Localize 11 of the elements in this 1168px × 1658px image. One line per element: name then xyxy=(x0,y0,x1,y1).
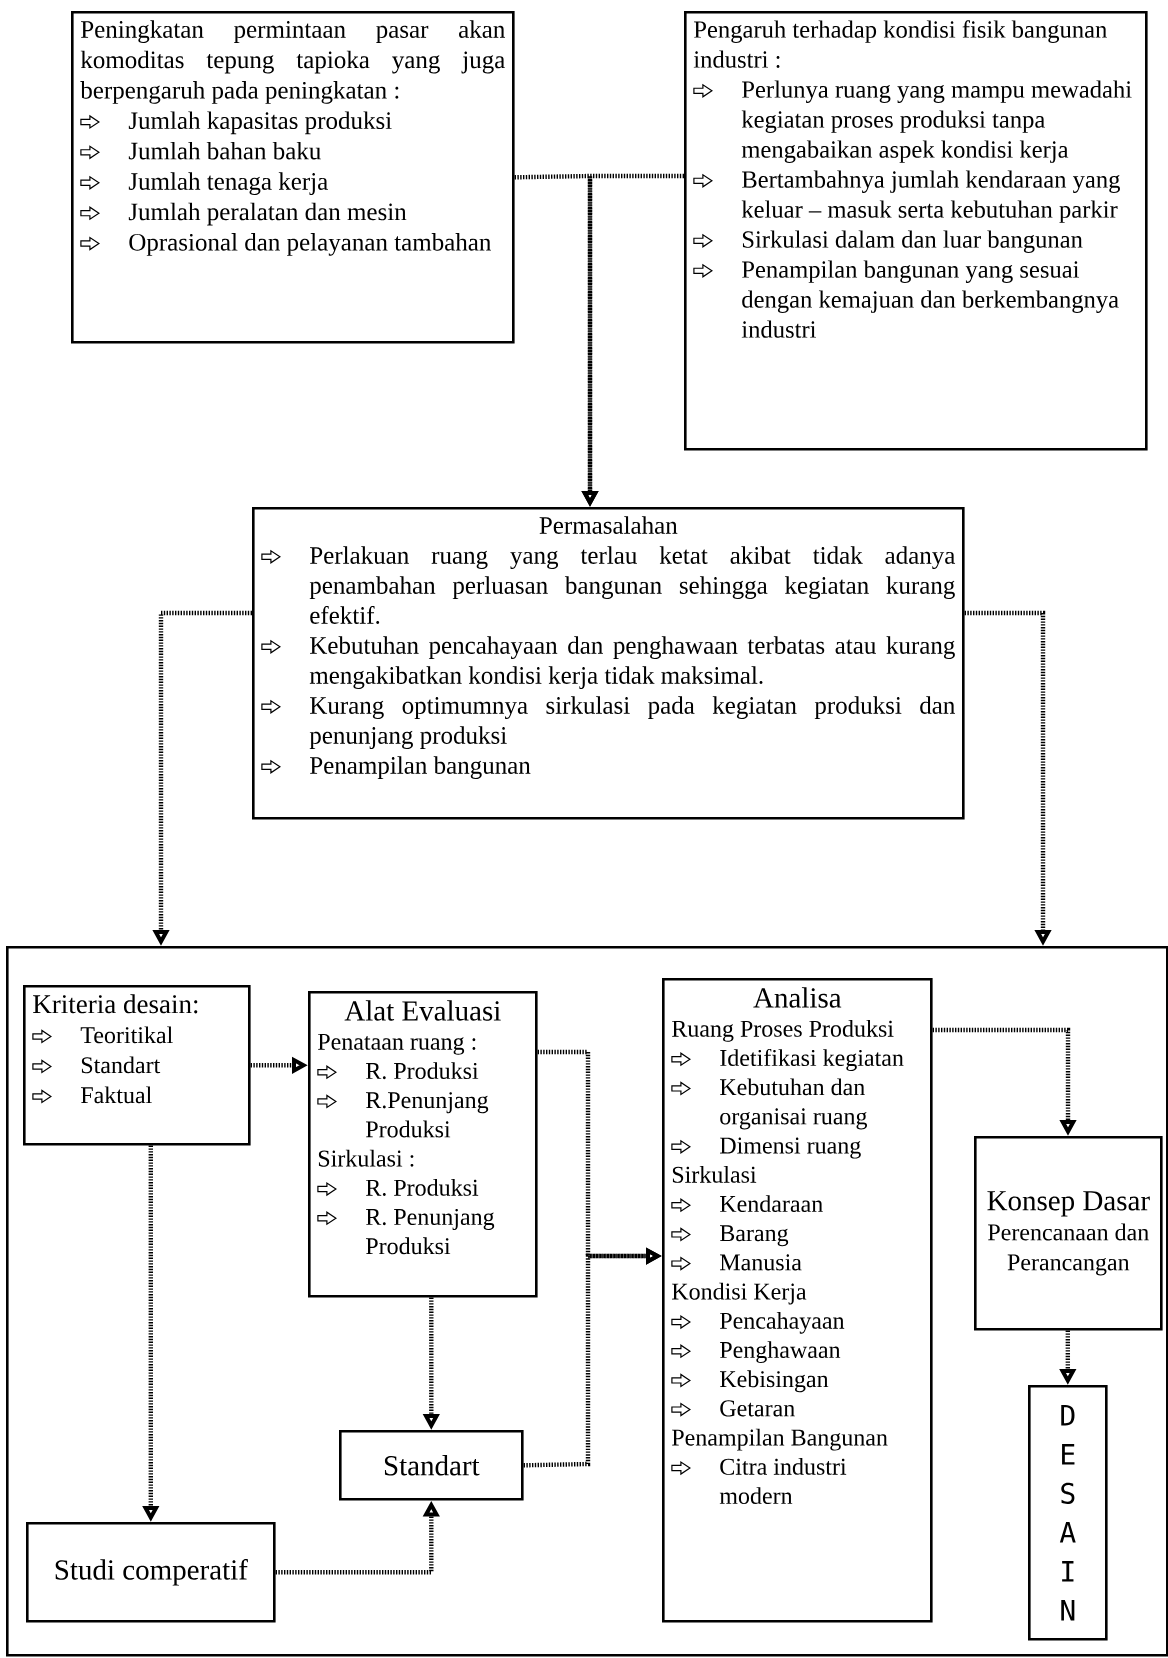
info-box: Pengaruh terhadap kondisi fisik bangunan industri : Perlunya ruang yang mampu mewadahi kegiatan proses produksi tanpa mengabaikan aspek kondisi kerja Bertambahnya jumlah kendaraan yang keluar – masuk serta kebutuhan parkir Sirkulasi dalam dan luar bangunan Penampilan bangunan yang sesuai dengan kemajuan dan berkembangnya industri xyxy=(684,11,1148,451)
frame-box xyxy=(6,946,1168,1657)
design-box: DESAIN xyxy=(1028,1385,1108,1641)
info-box: Peningkatan permintaan pasar akan komoditas tepung tapioka yang juga berpengaruh pada peningkatan : Jumlah kapasitas produksi Jumlah bahan baku Jumlah tenaga kerja Jumlah peralatan dan mesin Oprasional dan pelayanan tambahan xyxy=(71,11,515,344)
criteria-box: Kriteria desain: Teoritikal Standart Faktual xyxy=(23,985,251,1146)
standard-box: Standart xyxy=(339,1430,524,1501)
analysis-box: Analisa Ruang Proses Produksi Idetifikasi kegiatan Kebutuhan dan organisai ruang Dimensi ruang Sirkulasi Kendaraan Barang Manusia Kondisi Kerja Pencahayaan Penghawaan Kebisingan Getaran Penampilan Bangunan Citra industri modern xyxy=(662,978,933,1623)
study-box: Studi comperatif xyxy=(26,1522,276,1623)
evaluation-box: Alat Evaluasi Penataan ruang : R. Produksi R.Penunjang Produksi Sirkulasi : R. Produksi R. Penunjang Produksi xyxy=(308,991,538,1298)
concept-box: Konsep Dasar Perencanaan dan Perancangan xyxy=(974,1136,1163,1331)
problem-box: Permasalahan Perlakuan ruang yang terlau ketat akibat tidak adanya penambahan perluasan bangunan sehingga kegiatan kurang efektif. Kebutuhan pencahayaan dan penghawaan terbatas atau kurang mengakibatkan kondisi kerja tidak maksimal. Kurang optimumnya sirkulasi pada kegiatan produksi dan penunjang produksi Penampilan bangunan xyxy=(252,507,965,820)
